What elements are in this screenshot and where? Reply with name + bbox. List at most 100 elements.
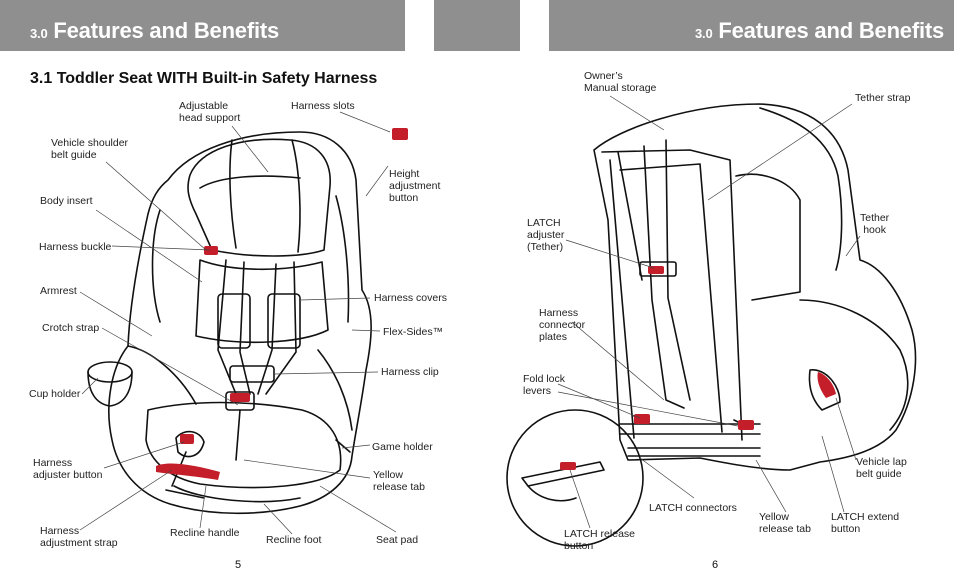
label-line: Tether strap <box>855 92 911 104</box>
label-line: plates <box>539 331 568 343</box>
label-recline-foot: Recline foot <box>266 534 321 546</box>
label-line: levers <box>523 385 552 397</box>
label-adjustable-head-support: Adjustable head support <box>179 100 240 124</box>
label-line: release tab <box>373 481 425 493</box>
header-banner-left: 3.0 Features and Benefits <box>0 0 405 51</box>
label-flex-sides: Flex-Sides™ <box>383 326 443 338</box>
leader-lines <box>79 95 861 535</box>
label-owners-manual-storage: Owner’s Manual storage <box>584 70 656 94</box>
label-yellow-release-tab: Yellow release tab <box>373 469 425 493</box>
label-latch-adjuster: LATCH adjuster (Tether) <box>527 217 564 253</box>
label-line: Seat pad <box>376 534 419 546</box>
label-line: Flex-Sides™ <box>383 326 444 338</box>
label-line: (Tether) <box>527 241 564 253</box>
label-harness-adjustment-strap: Harness adjustment strap <box>40 525 118 549</box>
lap-belt-guide-marker <box>817 372 836 398</box>
label-harness-adjuster-button: Harness adjuster button <box>33 457 102 481</box>
label-tether-strap: Tether strap <box>855 92 910 104</box>
fold-lock-lever-left <box>634 414 650 424</box>
label-armrest: Armrest <box>40 285 77 297</box>
label-line: LATCH connectors <box>649 502 737 514</box>
label-line: Height <box>389 168 420 180</box>
label-line: Tether <box>860 212 890 224</box>
red-feature-markers <box>156 128 836 480</box>
section-number: 3.0 <box>695 26 713 41</box>
label-line: hook <box>863 224 886 236</box>
adjuster-button-marker <box>180 434 194 444</box>
buckle-marker <box>204 246 218 255</box>
front-view-seat-drawing <box>87 131 372 515</box>
label-body-insert: Body insert <box>40 195 93 207</box>
label-line: LATCH <box>527 217 561 229</box>
label-line: Recline handle <box>170 527 240 539</box>
label-line: LATCH extend <box>831 511 900 523</box>
label-height-adjustment-button: Height adjustment button <box>389 168 440 204</box>
label-line: belt guide <box>856 468 902 480</box>
label-latch-release-button: LATCH release button <box>564 528 635 552</box>
label-line: release tab <box>759 523 811 535</box>
label-harness-covers: Harness covers <box>374 292 447 304</box>
label-line: LATCH release <box>564 528 635 540</box>
label-line: Yellow <box>373 469 403 481</box>
label-recline-handle: Recline handle <box>170 527 239 539</box>
label-line: Vehicle shoulder <box>51 137 129 149</box>
label-latch-connectors: LATCH connectors <box>649 502 737 514</box>
label-line: Game holder <box>372 441 433 453</box>
label-line: Fold lock <box>523 373 566 385</box>
section-number: 3.0 <box>30 26 48 41</box>
page-number-right: 6 <box>712 559 719 571</box>
label-line: Harness slots <box>291 100 355 112</box>
buckle-red-marker <box>230 393 250 402</box>
label-line: Vehicle lap <box>856 456 907 468</box>
label-game-holder: Game holder <box>372 441 433 453</box>
label-line: adjustment <box>389 180 441 192</box>
label-line: button <box>831 523 861 535</box>
latch-adjuster-marker <box>648 266 664 274</box>
label-line: head support <box>179 112 241 124</box>
height-button-marker <box>392 128 408 140</box>
label-harness-slots: Harness slots <box>291 100 355 112</box>
label-line: button <box>564 540 594 552</box>
label-line: Harness buckle <box>39 241 112 253</box>
label-harness-connector-plates: Harness connector plates <box>539 307 585 343</box>
label-harness-clip: Harness clip <box>381 366 439 378</box>
label-line: connector <box>539 319 586 331</box>
fold-lock-lever-right <box>738 420 754 430</box>
label-line: adjuster button <box>33 469 103 481</box>
label-line: Crotch strap <box>42 322 100 334</box>
label-line: belt guide <box>51 149 97 161</box>
label-line: adjustment strap <box>40 537 118 549</box>
label-line: Owner’s <box>584 70 623 82</box>
label-line: Harness <box>40 525 80 537</box>
label-line: adjuster <box>527 229 565 241</box>
header-banner-right: 3.0 Features and Benefits <box>549 0 954 51</box>
banner-title: Features and Benefits <box>53 18 280 43</box>
label-line: Harness <box>539 307 579 319</box>
label-fold-lock-levers: Fold lock levers <box>523 373 565 397</box>
label-line: Body insert <box>40 195 93 207</box>
rear-view-seat-drawing <box>506 103 917 547</box>
label-line: Yellow <box>759 511 789 523</box>
label-line: Harness clip <box>381 366 439 378</box>
label-line: Harness covers <box>374 292 447 304</box>
label-latch-extend-button: LATCH extend button <box>831 511 899 535</box>
label-yellow-release-tab-rear: Yellow release tab <box>759 511 811 535</box>
recline-handle-marker <box>156 463 220 480</box>
header-banner-spacer <box>434 0 520 51</box>
label-cup-holder: Cup holder <box>29 388 80 400</box>
label-line: Recline foot <box>266 534 322 546</box>
label-crotch-strap: Crotch strap <box>42 322 99 334</box>
label-vehicle-lap-belt-guide: Vehicle lap belt guide <box>856 456 907 480</box>
label-line: Armrest <box>40 285 77 297</box>
label-line: Cup holder <box>29 388 81 400</box>
label-line: button <box>389 192 419 204</box>
label-tether-hook: Tether hook <box>860 212 889 236</box>
banner-title: Features and Benefits <box>718 18 945 43</box>
label-line: Adjustable <box>179 100 229 112</box>
label-line: Harness <box>33 457 73 469</box>
section-title: 3.1 Toddler Seat WITH Built-in Safety Ha… <box>30 70 378 87</box>
page-number-left: 5 <box>235 559 242 571</box>
label-line: Manual storage <box>584 82 657 94</box>
label-seat-pad: Seat pad <box>376 534 418 546</box>
